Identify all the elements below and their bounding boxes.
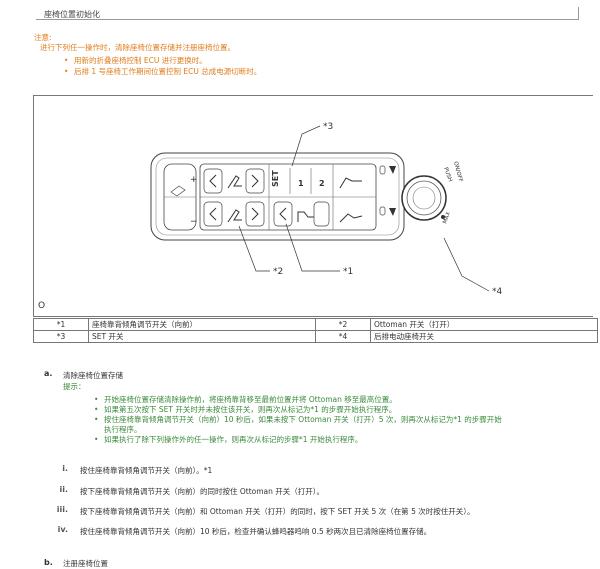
caution-item-text: 后排 1 号座椅工作期间位置控制 ECU 总成电源切断时。 bbox=[74, 67, 262, 76]
callout-1: *1 bbox=[343, 267, 353, 277]
seat-vent-icon bbox=[389, 208, 396, 216]
seat-switch-figure: + − SET bbox=[33, 95, 593, 317]
note-item: • 如果第五次按下 SET 开关时并未按住该开关，则再次从标记为*1 的步骤开始… bbox=[94, 405, 574, 415]
legend-key: *4 bbox=[315, 330, 371, 343]
note-text: 按住座椅靠背倾角调节开关（向前）10 秒后，如果未按下 Ottoman 开关（打… bbox=[104, 415, 502, 424]
section-b-label: b. bbox=[44, 558, 53, 567]
note-item: • 开始座椅位置存储清除操作前，将座椅靠背移至最前位置并将 Ottoman 移至… bbox=[94, 395, 574, 405]
seat-fold-icon bbox=[170, 185, 186, 197]
note-item: • 如果执行了除下列操作外的任一操作，则再次从标记的步骤*1 开始执行程序。 bbox=[94, 435, 574, 445]
step-number: i. bbox=[62, 464, 68, 473]
legend-table: *1 座椅靠背倾角调节开关（向前） *2 Ottoman 开关（打开） *3 S… bbox=[33, 318, 598, 343]
set-label: SET bbox=[271, 170, 280, 187]
seat-reset-icon bbox=[339, 177, 362, 189]
title-divider-tick bbox=[578, 7, 579, 20]
page-title: 座椅位置初始化 bbox=[44, 10, 100, 19]
seat-switch-diagram: + − SET bbox=[150, 122, 503, 297]
leader-line-3 bbox=[291, 125, 321, 167]
bullet-icon: • bbox=[64, 67, 69, 76]
recline-switch-upper bbox=[203, 168, 265, 194]
caution-label: 注意: bbox=[34, 33, 52, 42]
bullet-icon: • bbox=[94, 405, 99, 414]
section-a-label: a. bbox=[44, 369, 53, 378]
section-a-title: 清除座椅位置存储 bbox=[63, 371, 123, 380]
note-text: 如果执行了除下列操作外的任一操作，则再次从标记的步骤*1 开始执行程序。 bbox=[104, 435, 363, 444]
step-number: iv. bbox=[57, 525, 68, 534]
note-item: • 按住座椅靠背倾角调节开关（向前）10 秒后，如果未按下 Ottoman 开关… bbox=[94, 415, 584, 425]
step-text: 按住座椅靠背倾角调节开关（向前）。*1 bbox=[80, 466, 213, 475]
callout-4: *4 bbox=[492, 287, 503, 297]
note-text: 开始座椅位置存储清除操作前，将座椅靠背移至最前位置并将 Ottoman 移至最高… bbox=[104, 395, 397, 404]
legend-key: *2 bbox=[315, 318, 371, 331]
minus-label: − bbox=[190, 217, 198, 227]
hint-label: 提示： bbox=[63, 382, 86, 391]
bullet-icon: • bbox=[64, 56, 69, 65]
legend-key: *3 bbox=[33, 330, 89, 343]
callout-3: *3 bbox=[323, 122, 333, 132]
mem1-label: 1 bbox=[298, 179, 304, 188]
caution-item-text: 用新的折叠座椅控制 ECU 进行更换时。 bbox=[74, 56, 207, 65]
section-b-title: 注册座椅位置 bbox=[63, 559, 108, 568]
table-row: *3 SET 开关 *4 后排电动座椅开关 bbox=[33, 330, 598, 343]
push-label: PUSH bbox=[442, 167, 453, 183]
bullet-icon: • bbox=[94, 395, 99, 404]
legend-value: SET 开关 bbox=[88, 330, 316, 343]
plus-label: + bbox=[190, 175, 198, 185]
step-number: iii. bbox=[56, 505, 68, 514]
callout-2: *2 bbox=[273, 267, 283, 277]
seat-heater-icon bbox=[389, 166, 396, 174]
legend-value: 后排电动座椅开关 bbox=[370, 330, 598, 343]
table-row: *1 座椅靠背倾角调节开关（向前） *2 Ottoman 开关（打开） bbox=[33, 318, 598, 331]
leader-line-1 bbox=[285, 223, 340, 272]
step-text: 按住座椅靠背倾角调节开关（向前）10 秒后，检查并确认蜂鸣器鸣响 0.5 秒两次… bbox=[80, 527, 432, 536]
caution-item: • 用新的折叠座椅控制 ECU 进行更换时。 bbox=[64, 55, 207, 66]
seat-move-icon bbox=[339, 213, 363, 223]
max-label: MAX bbox=[442, 211, 452, 225]
indicator-led bbox=[379, 165, 386, 175]
figure-corner-mark: O bbox=[38, 301, 46, 311]
ottoman-switch bbox=[273, 201, 330, 227]
indicator-led bbox=[379, 206, 386, 216]
leader-line-4 bbox=[443, 237, 490, 292]
onoff-label: ON/OFF bbox=[452, 161, 463, 183]
bullet-icon: • bbox=[94, 415, 99, 424]
step-text: 按下座椅靠背倾角调节开关（向前）和 Ottoman 开关（打开）的同时，按下 S… bbox=[80, 507, 475, 516]
step-text: 按下座椅靠背倾角调节开关（向前）的同时按住 Ottoman 开关（打开）。 bbox=[80, 487, 325, 496]
note-continuation: 执行程序。 bbox=[104, 425, 142, 434]
recline-switch-lower bbox=[203, 201, 265, 227]
note-text: 如果第五次按下 SET 开关时并未按住该开关，则再次从标记为*1 的步骤开始执行… bbox=[104, 405, 397, 414]
mem2-label: 2 bbox=[319, 179, 325, 188]
caution-intro: 进行下列任一操作时，清除座椅位置存储并注册座椅位置。 bbox=[40, 43, 235, 52]
legend-value: 座椅靠背倾角调节开关（向前） bbox=[88, 318, 316, 331]
title-divider bbox=[36, 19, 579, 20]
power-dial bbox=[401, 175, 447, 221]
bullet-icon: • bbox=[94, 435, 99, 444]
leader-line-2 bbox=[238, 225, 270, 272]
caution-item: • 后排 1 号座椅工作期间位置控制 ECU 总成电源切断时。 bbox=[64, 66, 262, 77]
memory-switch-group: SET 1 2 bbox=[271, 168, 325, 194]
legend-key: *1 bbox=[33, 318, 89, 331]
step-number: ii. bbox=[59, 485, 68, 494]
legend-value: Ottoman 开关（打开） bbox=[370, 318, 598, 331]
